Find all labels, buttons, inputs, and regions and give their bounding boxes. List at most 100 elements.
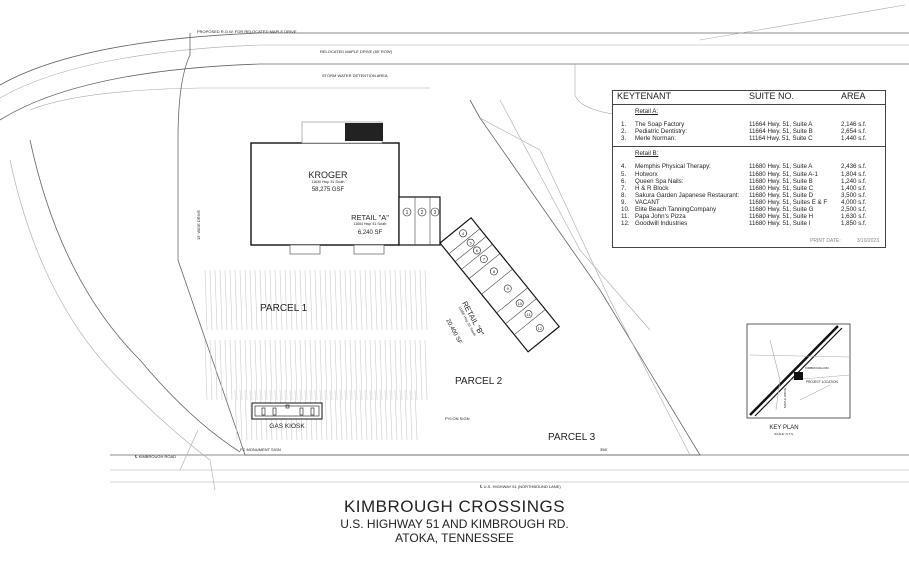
monument-sign-label: FC MONUMENT SIGN [240,447,281,452]
unit-marker [524,310,533,319]
parcel-1-label: PARCEL 1 [260,303,308,314]
unit-number: 10 [517,301,522,306]
parking-stripe [234,389,238,441]
legend-row: 4.Memphis Physical Therapy:11680 Hwy. 51… [613,163,885,170]
parking-stripe [259,339,263,401]
parking-stripe [254,339,258,401]
legend-cell-suite: 11164 Hwy. 51, Suite C [749,135,813,143]
unit-marker [503,284,512,293]
parking-stripe [279,269,283,331]
parking-stripe [399,389,403,441]
parking-stripe [244,339,248,401]
header-tenant: TENANT [635,91,671,101]
unit-number: 3 [434,210,437,216]
parking-stripe [404,269,408,331]
legend-cell-suite: 11680 Hwy. 51, Suite H [749,213,814,221]
parking-stripe [404,389,408,441]
retail-a-area: 6,240 SF [358,230,383,236]
unit-divider [448,228,481,255]
parking-stripe [254,269,258,331]
parking-stripe [224,339,228,401]
parking-stripe [344,339,348,401]
legend-row: 2.Pediatric Dentistry:11664 Hwy. 51, Sui… [613,128,885,135]
parking-stripe [309,339,313,401]
parking-stripe [329,269,333,331]
unit-number: 1 [406,210,409,216]
parcel-2-label: PARCEL 2 [455,376,503,387]
parking-stripe [354,389,358,441]
legend-cell-key: 6. [621,177,627,185]
legend-cell-key: 5. [621,170,627,178]
parking-stripe [399,339,403,401]
unit-marker [489,267,498,276]
parking-stripe [374,339,378,401]
retail-b-label: RETAIL "B" 11680 Hwy. 51 South [458,300,486,338]
project-location-marker [794,372,803,380]
unit-marker [466,238,475,247]
parking-stripe [324,339,328,401]
parking-stripe [359,269,363,331]
parking-stripe [259,269,263,331]
parking-stripe [334,269,338,331]
parking-stripe [399,269,403,331]
legend-cell-key: 10. [621,206,630,214]
maple-drive-label: RELOCATED MAPLE DRIVE (80' ROW) [320,49,393,54]
unit-divider [468,253,501,279]
gas-kiosk: GAS KIOSK [251,402,323,430]
project-location-label: PROJECT LOCATION [806,380,838,384]
parking-stripe [309,269,313,331]
parking-stripe [344,269,348,331]
unit-divider [505,298,537,325]
legend-section-title: Retail A: [635,108,659,115]
parking-stripe [204,269,208,331]
parcel-3-label: PARCEL 3 [548,432,596,443]
tenant-legend-table: KEY TENANT SUITE NO. AREA Retail A:1.The… [612,90,886,248]
parking-stripe [419,269,423,331]
legend-cell-suite: 11680 Hwy. 51, Suite A-1 [749,170,818,178]
unit-number: 2 [421,210,424,216]
highway-label: ℄ U.S. HIGHWAY 51 (NORTHBOUND LANE) [479,484,561,489]
legend-cell-tenant: Papa John's Pizza [635,213,686,221]
unit-divider [514,309,546,335]
parking-stripe [394,339,398,401]
legend-cell-tenant: Pediatric Dentistry: [635,128,687,136]
detention-label: STORM WATER DETENTION AREA [322,73,388,78]
gas-kiosk-label: GAS KIOSK [269,423,305,430]
legend-cell-tenant: Queen Spa Nails: [635,177,684,185]
parking-stripe [304,269,308,331]
legend-cell-tenant: Goodwill Industries [635,220,688,228]
parking-stripe [354,339,358,401]
parking-stripe [344,389,348,441]
kroger-name: KROGER [308,170,348,180]
legend-cell-area: 1,240 s.f. [841,177,867,185]
legend-cell-key: 8. [621,191,627,199]
legend-cell-area: 2,436 s.f. [841,163,867,171]
legend-cell-suite: 11680 Hwy. 51, Suite B [749,177,813,185]
parking-stripe [329,389,333,441]
parking-stripe [379,269,383,331]
parking-stripe [424,339,428,401]
legend-cell-tenant: VACANT [635,198,660,206]
unit-number: 8 [493,269,496,274]
parking-stripe [349,339,353,401]
parking-stripe [369,269,373,331]
legend-cell-suite: 11680 Hwy. 51, Suite D [749,191,814,199]
unit-marker [417,207,427,217]
parking-stripe [314,339,318,401]
parking-stripe [374,389,378,441]
legend-cell-suite: 11680 Hwy. 51, Suite G [749,206,814,214]
legend-cell-area: 2,500 s.f. [841,206,867,214]
parking-stripe [299,269,303,331]
maple-drive-road [0,4,909,121]
unit-marker [515,299,524,308]
legend-row: 6. Queen Spa Nails: 11680 Hwy. 51, Suite B… [613,178,885,185]
kimbrough-key-label: KIMBROUGH RD. [805,366,830,370]
drive-width-label: 15' WIDE DRIVE [196,210,201,240]
parking-stripe [319,339,323,401]
legend-cell-area: 1,804 s.f. [841,170,867,178]
